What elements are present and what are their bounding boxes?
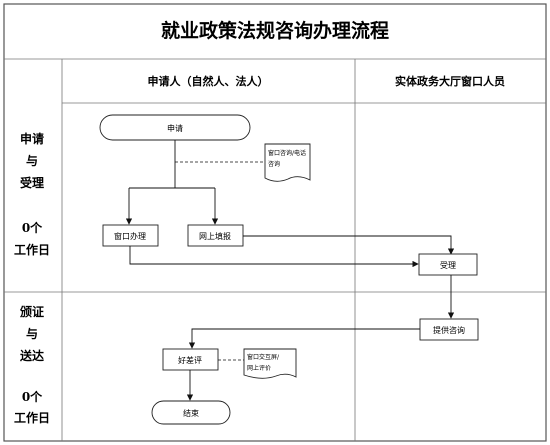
node-apply: 申请 bbox=[99, 114, 251, 141]
page-title: 就业政策法规咨询办理流程 bbox=[161, 19, 389, 42]
node-online-fill-label: 网上填报 bbox=[199, 231, 231, 241]
node-online-fill: 网上填报 bbox=[187, 224, 244, 247]
phase-days: 0个 bbox=[22, 220, 43, 235]
phase-line: 送达 bbox=[19, 348, 44, 363]
node-window-handle: 窗口办理 bbox=[102, 224, 159, 247]
phase-days: 0个 bbox=[22, 389, 43, 404]
phase-days-unit: 工作日 bbox=[14, 242, 50, 257]
document-shape bbox=[243, 348, 297, 379]
node-end-label: 结束 bbox=[183, 408, 199, 418]
node-consult: 提供咨询 bbox=[419, 318, 479, 341]
node-consult-label: 提供咨询 bbox=[433, 325, 465, 335]
node-rating-label: 好差评 bbox=[178, 355, 202, 365]
process-shape bbox=[187, 224, 244, 247]
phase-line: 与 bbox=[26, 154, 38, 168]
phase-days-unit: 工作日 bbox=[14, 410, 50, 425]
process-shape bbox=[419, 318, 479, 341]
phase-label-issue: 颁证 与 送达 0个 工作日 bbox=[14, 304, 50, 425]
process-shape bbox=[102, 224, 159, 247]
phase-line: 与 bbox=[26, 327, 38, 341]
document-shape bbox=[264, 143, 311, 182]
phase-label-accept: 申请 与 受理 0个 工作日 bbox=[14, 131, 50, 257]
phase-line: 颁证 bbox=[20, 304, 44, 319]
process-shape bbox=[162, 348, 219, 371]
phase-line: 受理 bbox=[20, 175, 44, 190]
note-line: 咨询 bbox=[268, 160, 280, 168]
note-line: 窗口交互屏/ bbox=[247, 353, 280, 361]
note-consult-channel: 窗口咨询/电话 咨询 bbox=[264, 143, 311, 182]
outer-border bbox=[3, 3, 547, 442]
phase-line: 申请 bbox=[20, 131, 44, 146]
process-shape bbox=[418, 253, 478, 276]
note-rating-channel: 窗口交互屏/ 网上评价 bbox=[243, 348, 297, 379]
arrow bbox=[188, 328, 420, 349]
node-rating: 好差评 bbox=[162, 348, 219, 371]
arrow bbox=[129, 246, 419, 268]
node-end: 结束 bbox=[151, 400, 231, 425]
arrow bbox=[243, 235, 455, 255]
note-line: 网上评价 bbox=[247, 364, 271, 372]
lane-header-applicant: 申请人（自然人、法人） bbox=[148, 74, 269, 88]
node-apply-label: 申请 bbox=[167, 123, 183, 133]
node-accept: 受理 bbox=[418, 253, 478, 276]
note-line: 窗口咨询/电话 bbox=[268, 149, 306, 157]
lane-header-staff: 实体政务大厅窗口人员 bbox=[395, 74, 505, 88]
node-accept-label: 受理 bbox=[440, 260, 456, 270]
terminal-shape bbox=[151, 400, 231, 425]
node-window-handle-label: 窗口办理 bbox=[114, 231, 146, 241]
